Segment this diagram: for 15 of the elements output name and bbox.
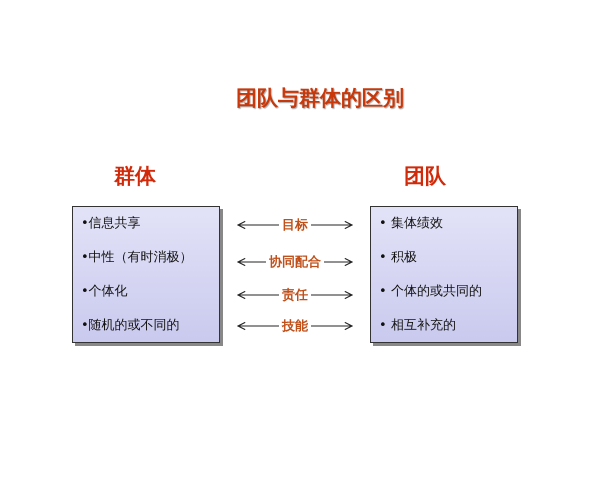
group-heading: 群体 (114, 162, 156, 190)
edge-label: 责任 (279, 286, 311, 304)
list-item: • 积极 (379, 249, 418, 267)
list-item: • 集体绩效 (379, 215, 444, 233)
group-heading: 团队 (404, 162, 446, 190)
list-item: • 相互补充的 (379, 317, 457, 335)
list-item: •中性（有时消极） (81, 249, 194, 267)
edge-label: 技能 (279, 317, 311, 335)
edge-label: 协同配合 (266, 253, 324, 271)
list-item: • 个体的或共同的 (379, 283, 483, 301)
list-item: •个体化 (81, 283, 129, 301)
list-item: •信息共享 (81, 215, 142, 233)
list-item: •随机的或不同的 (81, 317, 181, 335)
edge-label: 目标 (279, 216, 311, 234)
diagram-title: 团队与群体的区别 (235, 84, 405, 112)
